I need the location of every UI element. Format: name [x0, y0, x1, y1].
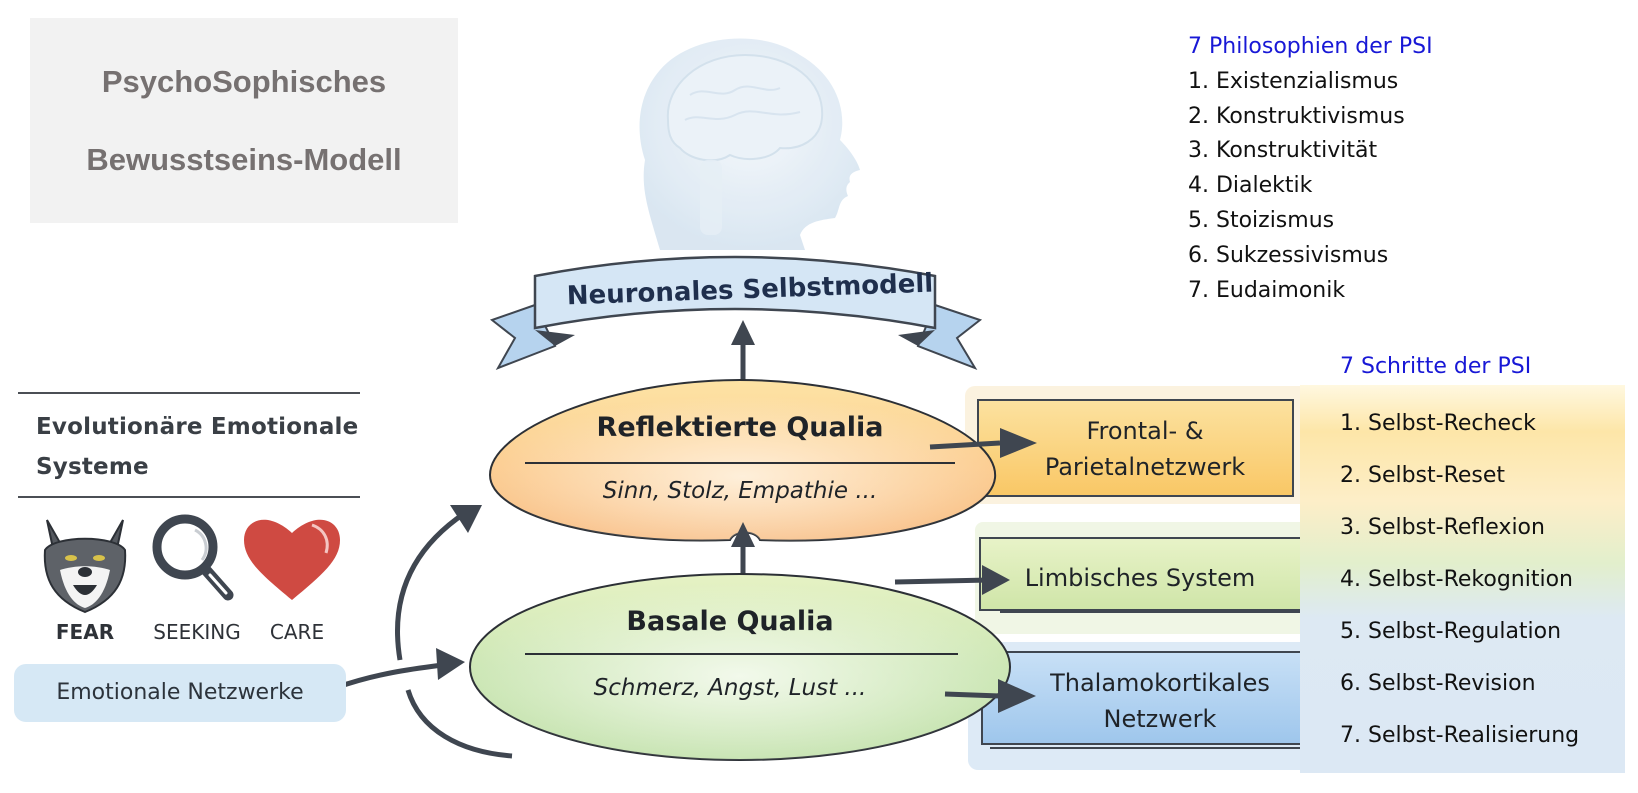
step-item: 7. Selbst-Realisierung [1340, 723, 1580, 748]
magnifier-icon [152, 514, 234, 601]
philosophy-item: 1. Existenzialismus [1188, 68, 1399, 94]
emotional-systems-heading: Evolutionäre Emotionale Systeme [36, 407, 358, 487]
philosophy-item: 4. Dialektik [1188, 173, 1313, 199]
reflected-qualia-ellipse [488, 378, 997, 542]
arrow-up-to-banner [731, 320, 755, 380]
arrow-networks-to-basal [334, 648, 465, 691]
title-box: PsychoSophisches Bewusstseins-Modell [30, 18, 458, 223]
step-item: 4. Selbst-Rekognition [1340, 567, 1573, 592]
fear-label: FEAR [55, 620, 115, 644]
divider-top [18, 392, 360, 394]
frontal-network-label-line-1: Frontal- & [1086, 417, 1204, 445]
title-line-1: PsychoSophisches [101, 64, 387, 99]
emotional-systems-heading-line-2: Systeme [36, 454, 149, 480]
arrow-to-frontal [929, 428, 1037, 458]
arrow-up-basal-to-reflected [731, 522, 755, 575]
thalamo-network-label: Thalamokortikales Netzwerk [1030, 665, 1290, 737]
step-item: 5. Selbst-Regulation [1340, 619, 1562, 644]
philosophies-list: 7 Philosophien der PSI 1. Existenzialism… [1188, 30, 1433, 308]
thalamo-network-label-line-1: Thalamokortikales [1050, 669, 1270, 697]
philosophy-item: 2. Konstruktivismus [1188, 103, 1405, 129]
step-item: 3. Selbst-Reflexion [1340, 515, 1545, 540]
arrow-to-limbic [894, 565, 1010, 595]
steps-panel-background [1300, 385, 1625, 773]
step-item: 2. Selbst-Reset [1340, 463, 1506, 488]
steps-list: 1. Selbst-Recheck 2. Selbst-Reset 3. Sel… [1340, 404, 1579, 768]
wolf-icon [43, 519, 127, 614]
emotional-networks-box: Emotionale Netzwerke [14, 664, 346, 722]
arrow-to-thalamo [944, 679, 1036, 713]
basal-qualia-ellipse [469, 573, 1011, 761]
philosophy-item: 5. Stoizismus [1188, 207, 1335, 233]
frontal-network-label: Frontal- & Parietalnetzwerk [1030, 413, 1260, 485]
reflected-qualia-title: Reflektierte Qualia [596, 412, 884, 443]
arrow-curve-lower [405, 689, 513, 759]
care-label: CARE [269, 620, 325, 644]
title-line-2: Bewusstseins-Modell [86, 142, 402, 177]
arrow-curve-to-reflected [395, 505, 482, 661]
divider-bottom [18, 496, 360, 498]
banner-ribbon [489, 255, 983, 370]
emotional-systems-heading-line-1: Evolutionäre Emotionale [36, 414, 359, 440]
thalamo-network-box [981, 651, 1323, 745]
philosophy-item: 6. Sukzessivismus [1188, 242, 1389, 268]
basal-qualia-examples: Schmerz, Angst, Lust ... [593, 675, 867, 701]
steps-heading: 7 Schritte der PSI [1340, 354, 1532, 379]
basal-qualia-title: Basale Qualia [626, 606, 834, 637]
philosophy-item: 3. Konstruktivität [1188, 138, 1378, 164]
heart-icon [244, 519, 340, 600]
step-item: 1. Selbst-Recheck [1340, 411, 1536, 436]
frontal-network-box [977, 399, 1294, 497]
seeking-label: SEEKING [153, 620, 241, 644]
limbic-system-label: Limbisches System [1024, 564, 1256, 592]
philosophies-heading: 7 Philosophien der PSI [1188, 34, 1433, 59]
brain-head-icon [639, 38, 860, 250]
step-item: 6. Selbst-Revision [1340, 671, 1536, 696]
philosophy-item: 7. Eudaimonik [1188, 277, 1346, 303]
thalamo-network-label-line-2: Netzwerk [1103, 705, 1217, 733]
reflected-qualia-examples: Sinn, Stolz, Empathie ... [602, 478, 878, 504]
frontal-network-label-line-2: Parietalnetzwerk [1044, 453, 1246, 481]
